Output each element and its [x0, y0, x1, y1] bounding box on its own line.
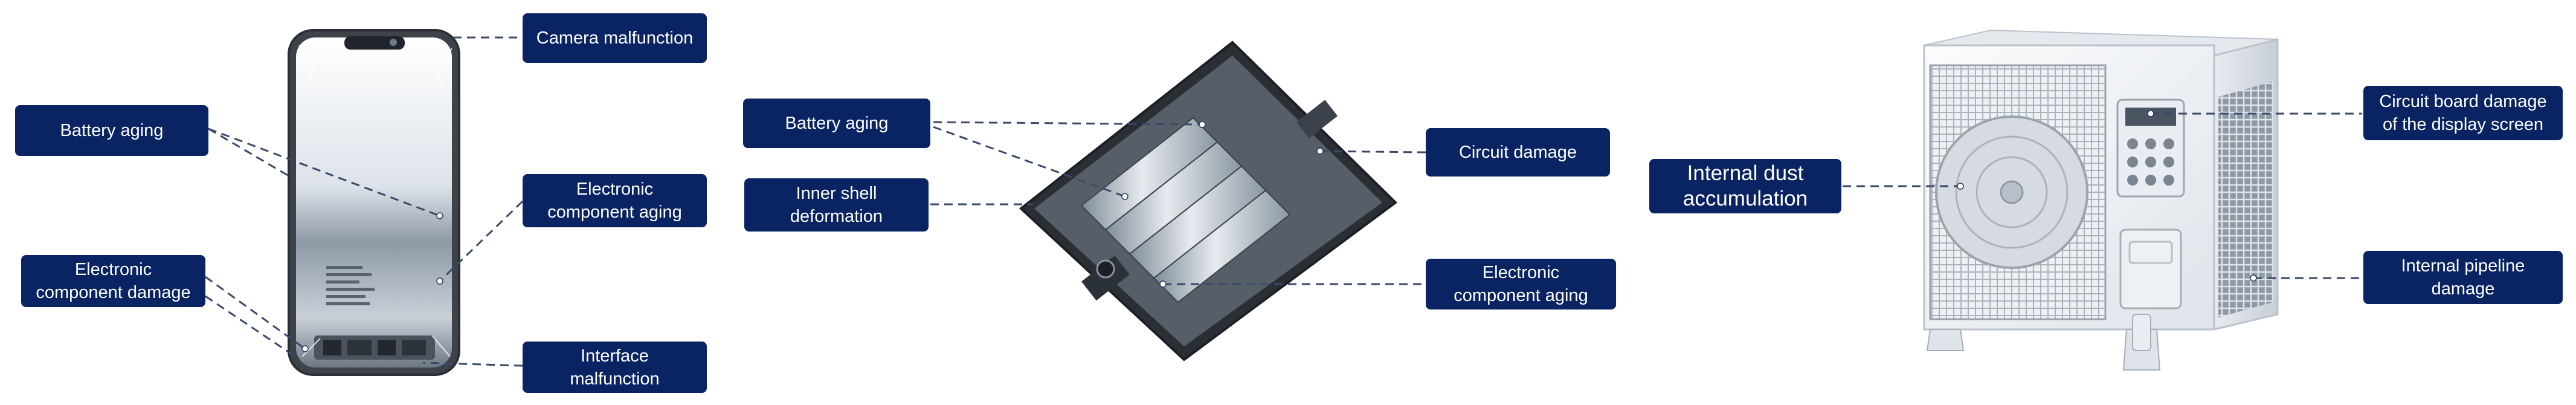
anchor-points — [301, 110, 2257, 352]
label-battery-aging-tablet: Battery aging — [743, 99, 930, 148]
leader-interface — [422, 361, 523, 367]
label-electronic-component-damage: Electronic component damage — [21, 255, 205, 307]
label-internal-pipeline-damage: Internal pipeline damage — [2363, 251, 2563, 304]
leader-electronic-damage-a — [205, 276, 306, 350]
smartphone-illustration — [288, 29, 460, 376]
label-internal-dust-accumulation: Internal dust accumulation — [1649, 159, 1841, 213]
label-battery-aging-phone: Battery aging — [15, 105, 208, 156]
leader-battery-tablet-b — [933, 126, 1125, 198]
label-interface-malfunction: Interface malfunction — [523, 342, 707, 393]
leader-electronic-aging-phone — [439, 200, 524, 282]
leader-battery-tablet-a — [933, 121, 1203, 126]
label-electronic-component-aging-phone: Electronic component aging — [523, 174, 707, 227]
label-circuit-damage: Circuit damage — [1426, 128, 1610, 177]
tablet-illustration — [1019, 40, 1398, 361]
leader-circuit — [1319, 150, 1426, 154]
label-display-circuit-board-damage: Circuit board damage of the display scre… — [2363, 86, 2563, 140]
leader-electronic-damage-b — [205, 295, 298, 359]
leader-lines — [205, 36, 2362, 367]
label-camera-malfunction: Camera malfunction — [523, 13, 707, 63]
leader-battery-phone-b — [208, 128, 297, 181]
label-electronic-component-aging-tablet: Electronic component aging — [1426, 259, 1616, 309]
label-inner-shell-deformation: Inner shell deformation — [744, 178, 929, 232]
air-conditioner-illustration — [1923, 29, 2279, 371]
